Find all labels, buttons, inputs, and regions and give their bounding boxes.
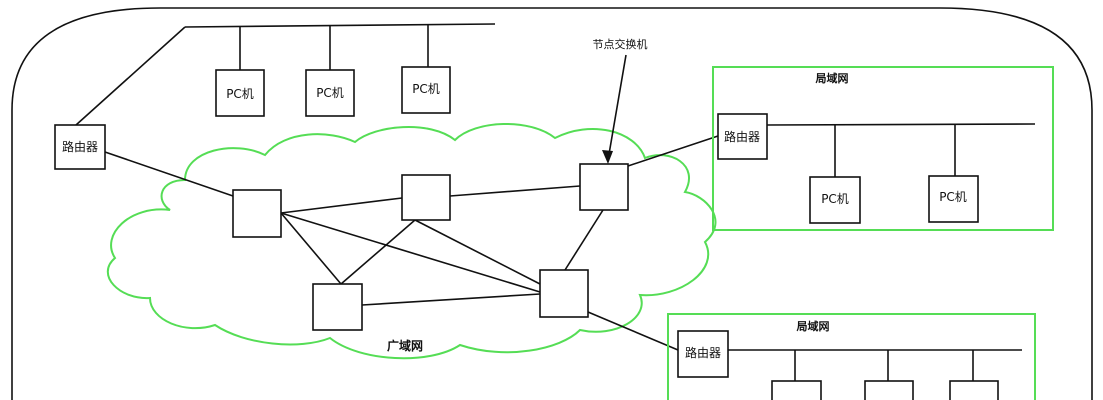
wan-cloud bbox=[107, 122, 717, 360]
pc-top-left-3: PC机 bbox=[401, 66, 451, 114]
pc-lan2-1 bbox=[771, 380, 822, 400]
switch-4 bbox=[312, 283, 363, 331]
router-label: 路由器 bbox=[724, 129, 760, 144]
pc-lan2-3 bbox=[949, 380, 999, 400]
pc-lan1-2: PC机 bbox=[928, 175, 979, 223]
lan-label: 局域网 bbox=[815, 71, 849, 85]
pc-label: PC机 bbox=[939, 190, 967, 204]
pc-label: PC机 bbox=[412, 82, 440, 96]
pc-lan2-2 bbox=[864, 380, 914, 400]
switch-5 bbox=[539, 269, 589, 318]
pc-label: PC机 bbox=[316, 86, 344, 100]
node-switch-annotation: 节点交换机 bbox=[593, 37, 648, 164]
router-left: 路由器 bbox=[54, 124, 106, 170]
pc-top-left-1: PC机 bbox=[215, 69, 265, 117]
wan-label: 广域网 bbox=[387, 338, 423, 353]
node-switch-label: 节点交换机 bbox=[593, 37, 648, 51]
pc-top-left-2: PC机 bbox=[305, 69, 355, 117]
switch-2 bbox=[401, 174, 451, 221]
switch-3 bbox=[579, 163, 629, 211]
arrow-head-icon bbox=[602, 150, 613, 164]
switch-nodes bbox=[232, 163, 629, 331]
lan-right-bottom: 局域网 路由器 bbox=[667, 313, 1036, 400]
pc-label: PC机 bbox=[821, 192, 849, 206]
wan-links bbox=[104, 135, 719, 351]
lan-label: 局域网 bbox=[796, 319, 830, 333]
router-label: 路由器 bbox=[62, 139, 98, 154]
router-lan2: 路由器 bbox=[677, 330, 729, 378]
pc-lan1-1: PC机 bbox=[809, 176, 861, 224]
switch-1 bbox=[232, 189, 282, 238]
lan-right-top: 局域网 路由器 PC机 PC机 bbox=[712, 66, 1054, 231]
outer-enclosure bbox=[11, 7, 1093, 400]
top-left-lan: PC机 PC机 PC机 bbox=[75, 23, 496, 126]
router-lan1: 路由器 bbox=[717, 113, 768, 160]
pc-label: PC机 bbox=[226, 87, 254, 101]
router-label: 路由器 bbox=[685, 345, 721, 360]
